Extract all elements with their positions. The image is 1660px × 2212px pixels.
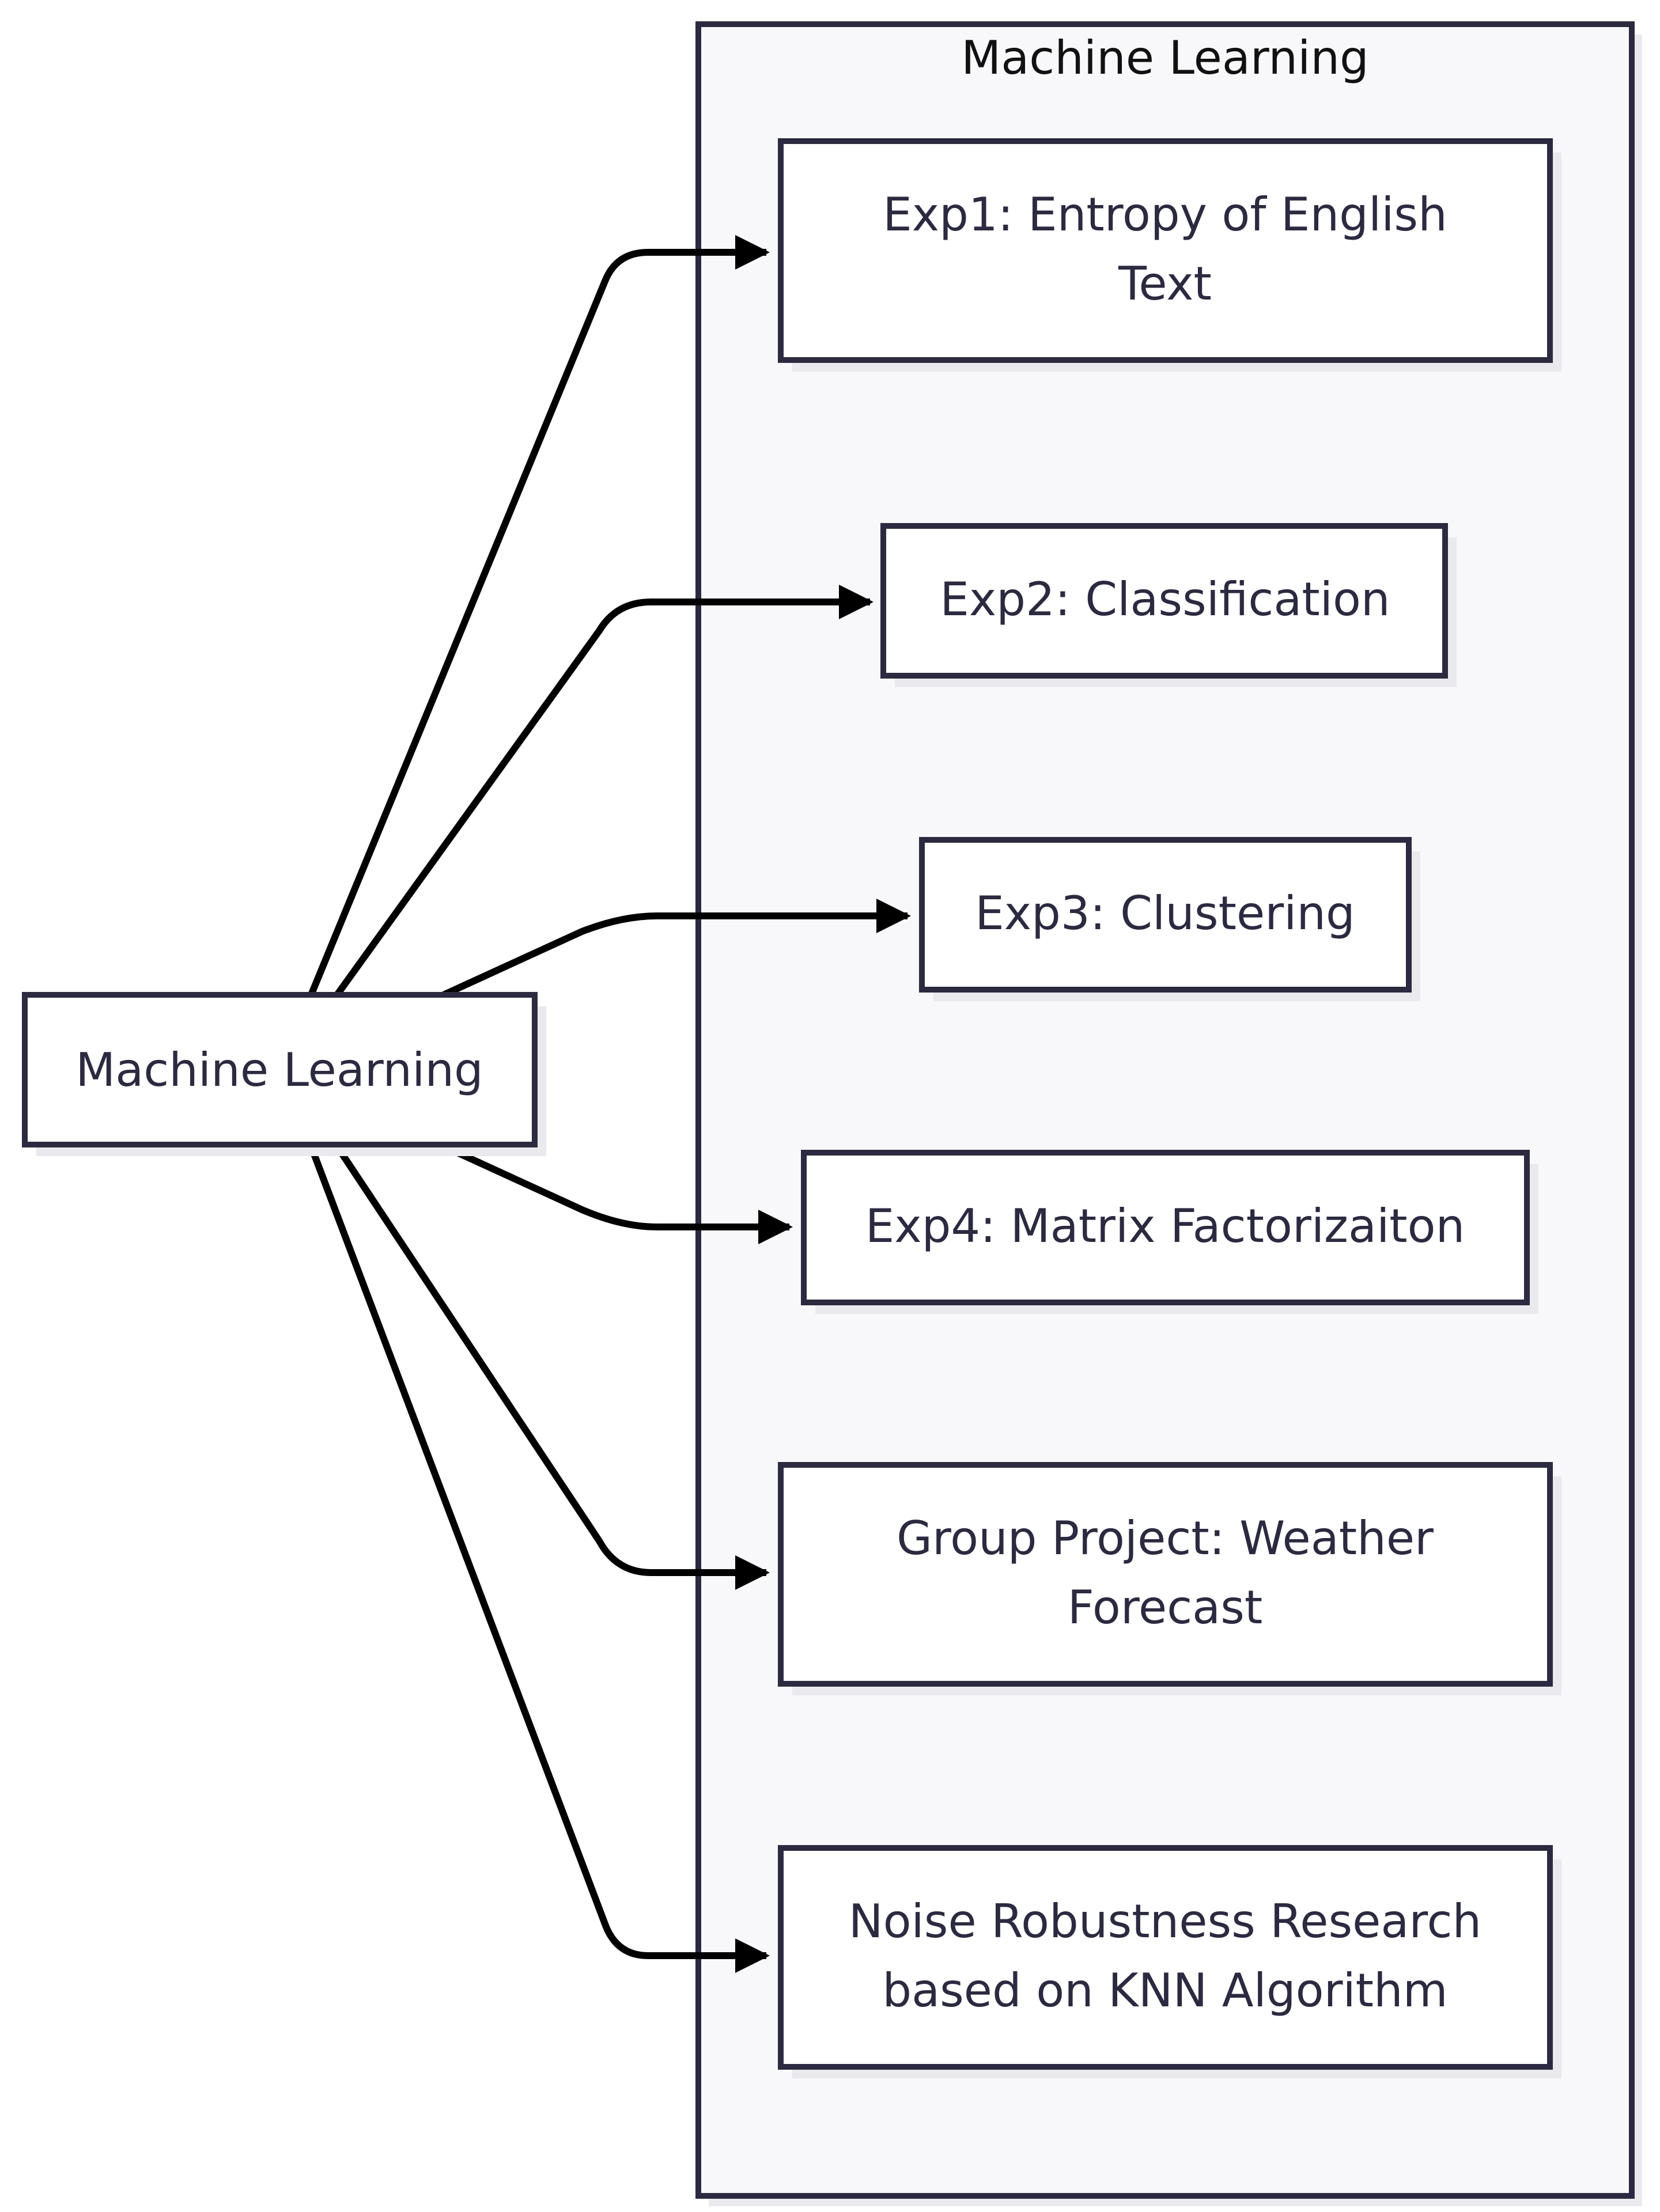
- exp4-label: Exp4: Matrix Factorizaiton: [865, 1199, 1465, 1253]
- exp2-label: Exp2: Classification: [940, 573, 1390, 626]
- node-exp4: Exp4: Matrix Factorizaiton: [801, 1150, 1538, 1314]
- node-noise-research: Noise Robustness Research based on KNN A…: [778, 1845, 1561, 2078]
- node-group-project: Group Project: Weather Forecast: [778, 1462, 1561, 1695]
- node-exp2: Exp2: Classification: [880, 523, 1457, 687]
- noise-research-label-line-2: based on KNN Algorithm: [882, 1964, 1447, 2017]
- edge-to-exp1: [308, 235, 770, 997]
- exp3-label: Exp3: Clustering: [975, 887, 1355, 940]
- noise-research-label-line-1: Noise Robustness Research: [849, 1895, 1481, 1948]
- group-project-label-line-1: Group Project: Weather: [897, 1512, 1434, 1565]
- node-source-machine-learning: Machine Learning: [22, 992, 546, 1156]
- edge-to-exp4: [442, 1143, 793, 1244]
- edge-to-exp3: [442, 899, 911, 998]
- edges: [308, 235, 911, 1973]
- cluster-title: Machine Learning: [961, 31, 1369, 85]
- source-node-label: Machine Learning: [75, 1043, 483, 1097]
- exp1-label-line-2: Text: [1118, 257, 1212, 310]
- edge-to-noise-research: [308, 1145, 770, 1973]
- cluster-machine-learning: Machine Learning: [695, 21, 1642, 2206]
- edge-to-group-project: [334, 1144, 770, 1590]
- group-project-label-line-2: Forecast: [1068, 1581, 1263, 1634]
- node-exp1: Exp1: Entropy of English Text: [778, 138, 1561, 372]
- edge-to-exp2: [334, 585, 874, 997]
- node-exp3: Exp3: Clustering: [919, 837, 1420, 1001]
- exp1-label-line-1: Exp1: Entropy of English: [883, 188, 1447, 241]
